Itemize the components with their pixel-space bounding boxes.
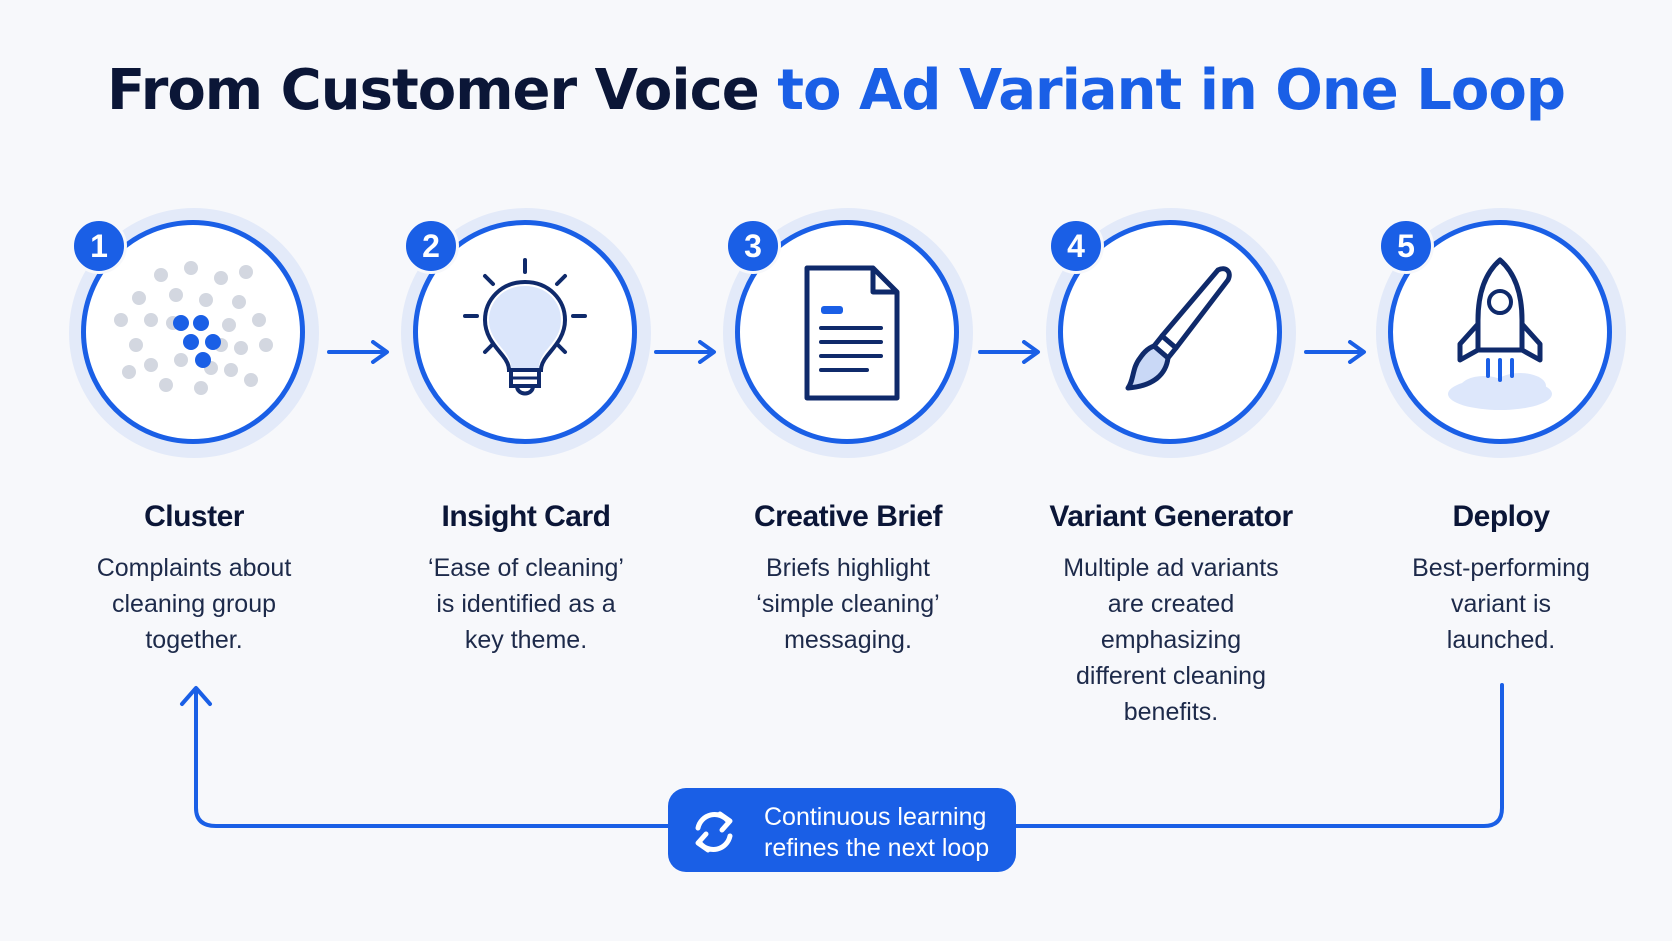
step-description: Best-performing variant is launched. <box>1412 554 1590 654</box>
step-title: Creative Brief <box>753 500 943 533</box>
step-circle: 5 <box>1376 208 1626 458</box>
lightbulb-icon <box>463 258 587 396</box>
step-description: Briefs highlight ‘simple cleaning’ messa… <box>756 554 940 654</box>
loop-caption: Continuous learning refines the next loo… <box>764 803 990 862</box>
arrow-right-icon <box>1304 340 1366 364</box>
continuous-learning-badge: Continuous learning refines the next loo… <box>668 788 1016 872</box>
cluster-dots-icon <box>114 261 273 395</box>
rocket-icon <box>1448 257 1552 410</box>
title-accent-part: to Ad Variant in One Loop <box>777 58 1566 123</box>
step-number-badge: 2 <box>403 218 459 274</box>
step-title: Cluster <box>144 500 244 533</box>
arrow-right-icon <box>327 340 389 364</box>
title-dark-part: From Customer Voice <box>107 58 760 123</box>
refresh-icon <box>695 811 733 853</box>
step-circle: 3 <box>723 208 973 458</box>
step-description: ‘Ease of cleaning’ is identified as a ke… <box>428 554 624 654</box>
paintbrush-icon <box>1125 266 1232 391</box>
step-title: Insight Card <box>441 500 611 533</box>
step-circle: 2 <box>401 208 651 458</box>
step-number-badge: 1 <box>71 218 127 274</box>
document-icon <box>804 265 900 401</box>
step-number-badge: 3 <box>725 218 781 274</box>
step-title: Deploy <box>1452 500 1550 533</box>
step-number-badge: 4 <box>1048 218 1104 274</box>
step-description: Multiple ad variants are created emphasi… <box>1063 554 1279 726</box>
arrow-up-icon <box>180 686 212 706</box>
step-description: Complaints about cleaning group together… <box>96 554 292 654</box>
arrow-right-icon <box>978 340 1040 364</box>
step-circle: 4 <box>1046 208 1296 458</box>
page-title: From Customer Voice to Ad Variant in One… <box>0 58 1672 123</box>
arrow-right-icon <box>654 340 716 364</box>
step-circle: 1 <box>69 208 319 458</box>
step-title: Variant Generator <box>1049 500 1293 533</box>
step-number-badge: 5 <box>1378 218 1434 274</box>
